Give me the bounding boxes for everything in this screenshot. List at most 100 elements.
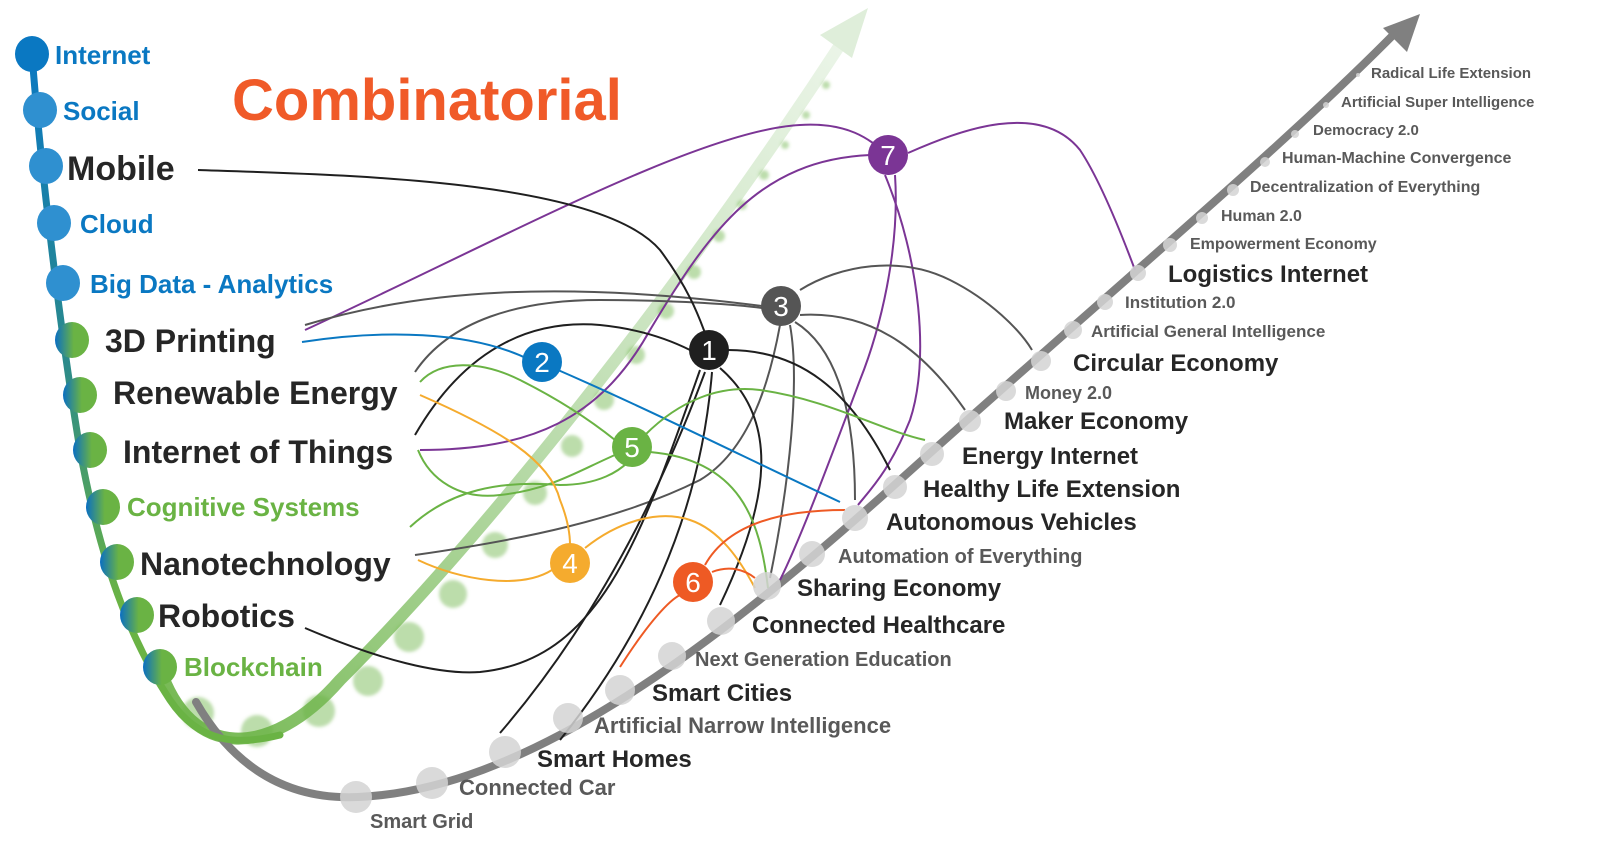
combination-node-circle [673,562,713,602]
outcome-node-automation-of-everything [799,541,825,567]
outcome-label-democracy-2-0: Democracy 2.0 [1313,122,1419,139]
connection-line [417,449,616,497]
green-arrow-dot [439,580,467,608]
connection-line [619,594,681,668]
connection-line [417,559,553,582]
technology-node-cloud [37,205,71,241]
green-arrow-dot [781,141,789,149]
combination-node-6: 6 [673,562,713,602]
combination-node-circle [868,135,908,175]
connection-line [799,313,966,411]
outcome-node-money-2-0 [996,381,1016,401]
technology-node-internet-of-things [73,432,107,468]
outcome-label-empowerment-economy: Empowerment Economy [1190,236,1377,253]
connection-line [794,321,856,501]
combination-node-7: 7 [868,135,908,175]
outcome-label-circular-economy: Circular Economy [1073,350,1279,377]
combination-node-number: 3 [773,291,789,322]
technology-node-robotics [120,597,154,633]
connection-line [557,369,841,503]
outcome-label-institution-2-0: Institution 2.0 [1125,293,1236,312]
technology-node-blockchain [143,649,177,685]
outcome-node-human-2-0 [1196,212,1208,224]
connection-line [584,515,756,589]
technology-label-cognitive-systems: Cognitive Systems [127,492,360,522]
connection-line [857,174,922,506]
green-arrow-dot [353,666,383,696]
outcome-node-smart-homes [489,736,521,768]
technology-nodes [15,36,177,685]
outcome-label-money-2-0: Money 2.0 [1025,383,1112,403]
connection-line [414,323,691,436]
combination-node-circle [612,427,652,467]
combination-node-3: 3 [761,286,801,326]
green-arrow-dot [802,111,810,119]
technology-label-renewable-energy: Renewable Energy [113,375,398,411]
green-arrow-dot [759,170,769,180]
outcome-label-connected-car: Connected Car [459,775,616,800]
outcome-label-human-machine-convergence: Human-Machine Convergence [1282,150,1511,167]
outcome-node-artificial-narrow-intelligence [553,703,583,733]
technology-node-big-data-analytics [46,265,80,301]
technology-label-nanotechnology: Nanotechnology [140,546,391,582]
outcome-label-logistics-internet: Logistics Internet [1168,261,1368,288]
connection-line [499,371,706,734]
outcome-label-artificial-narrow-intelligence: Artificial Narrow Intelligence [594,713,891,738]
connection-line [649,451,769,589]
combination-nodes: 1 2 3 4 5 6 7 [522,135,908,602]
technology-label-robotics: Robotics [158,598,295,634]
outcome-node-connected-car [416,767,448,799]
connection-line [304,123,889,331]
outcome-label-healthy-life-extension: Healthy Life Extension [923,476,1180,503]
outcome-node-energy-internet [920,442,944,466]
outcome-node-democracy-2-0 [1291,130,1299,138]
technology-label-internet: Internet [55,40,151,70]
connection-line [419,364,616,441]
outcome-node-radical-life-extension [1356,73,1360,77]
connection-line [559,371,713,741]
outcome-label-decentralization-of-everything: Decentralization of Everything [1250,179,1480,196]
connection-line [419,394,571,546]
connection-line [414,298,763,373]
green-arrow-dot [303,695,335,727]
connection-line [419,154,871,451]
combination-node-1: 1 [689,330,729,370]
outcome-node-autonomous-vehicles [842,505,868,531]
outcome-node-next-generation-education [658,642,686,670]
combination-node-number: 5 [624,432,640,463]
outcome-node-artificial-super-intelligence [1323,102,1329,108]
technology-node-internet [15,36,49,72]
combination-node-circle [522,342,562,382]
technology-label-big-data-analytics: Big Data - Analytics [90,269,333,299]
connection-lines [197,121,1136,741]
technology-node-renewable-energy [63,377,97,413]
outcome-label-connected-healthcare: Connected Healthcare [752,612,1005,639]
connection-line [197,169,706,334]
technology-label-internet-of-things: Internet of Things [123,434,393,470]
technology-label-cloud: Cloud [80,209,154,239]
technology-node-mobile [29,148,63,184]
technology-label-social: Social [63,96,140,126]
outcome-label-smart-cities: Smart Cities [652,680,792,707]
green-arrow-dot [561,435,583,457]
green-arrow-head [820,8,868,58]
connection-line [644,388,926,441]
combination-node-circle [689,330,729,370]
combination-node-circle [761,286,801,326]
outcome-node-smart-cities [605,675,635,705]
connection-line [779,174,897,581]
combination-node-4: 4 [550,543,590,583]
outcome-label-smart-homes: Smart Homes [537,746,692,773]
connection-line [907,121,1136,271]
green-arrow-dot [658,303,674,319]
outcome-node-maker-economy [959,410,981,432]
outcome-nodes [340,73,1360,813]
outcome-label-energy-internet: Energy Internet [962,443,1138,470]
green-arrow-dot [482,532,508,558]
technology-label-3d-printing: 3D Printing [105,323,276,359]
combination-node-2: 2 [522,342,562,382]
combination-node-5: 5 [612,427,652,467]
